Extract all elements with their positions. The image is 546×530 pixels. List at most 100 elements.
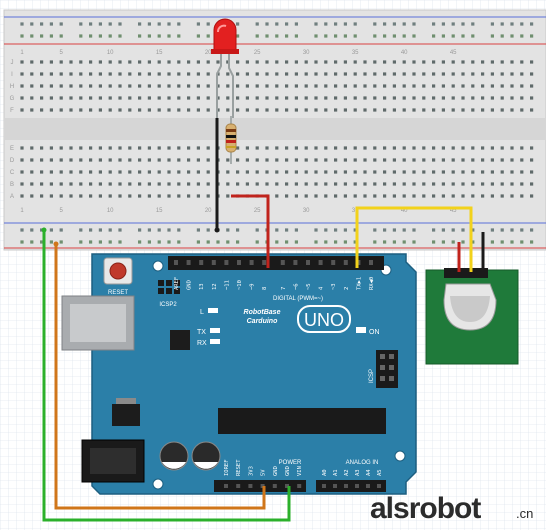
digital-pin[interactable] (237, 260, 241, 265)
icsp2-pin[interactable] (158, 288, 164, 294)
breadboard-hole (334, 146, 338, 150)
digital-pin[interactable] (249, 260, 254, 265)
breadboard-hole (79, 60, 83, 64)
digital-pin[interactable] (369, 260, 373, 265)
breadboard-hole (196, 146, 200, 150)
rail-hole (89, 34, 93, 38)
icsp2-pin[interactable] (166, 288, 172, 294)
breadboard-hole (30, 182, 34, 186)
breadboard-hole (226, 182, 230, 186)
analog-pin-label: A1 (333, 469, 339, 476)
analog-pin[interactable] (377, 484, 381, 488)
digital-pin-label: ~11 (224, 280, 230, 290)
analog-header-pins (322, 484, 381, 488)
analog-pin[interactable] (333, 484, 337, 488)
icsp-pin[interactable] (380, 354, 385, 359)
rail-hole (432, 240, 436, 244)
wire-orange-5v (54, 244, 266, 510)
center-channel (4, 118, 546, 140)
breadboard-hole (441, 158, 445, 162)
icsp-pin[interactable] (380, 376, 385, 381)
icsp-pin[interactable] (389, 354, 394, 359)
rail-hole (500, 240, 504, 244)
rail-hole (471, 34, 475, 38)
breadboard-hole (294, 84, 298, 88)
breadboard-hole (245, 158, 249, 162)
rail-hole (402, 240, 406, 244)
breadboard-hole (157, 182, 161, 186)
digital-pin[interactable] (211, 260, 216, 265)
breadboard-hole (40, 158, 44, 162)
digital-pin[interactable] (318, 260, 323, 265)
analog-pin[interactable] (355, 484, 359, 488)
breadboard-hole (490, 60, 494, 64)
sensor-dome-inner (450, 296, 490, 322)
breadboard-hole (441, 108, 445, 112)
breadboard-hole (412, 146, 416, 150)
breadboard-hole (187, 170, 191, 174)
digital-pin[interactable] (343, 260, 348, 265)
breadboard-hole (128, 96, 132, 100)
row-letter: H (10, 84, 14, 90)
power-pin[interactable] (236, 484, 241, 488)
breadboard-hole (392, 108, 396, 112)
breadboard-hole (59, 194, 63, 198)
digital-pin[interactable] (199, 260, 204, 265)
breadboard-hole (363, 170, 367, 174)
icsp2-pin[interactable] (174, 288, 180, 294)
analog-pin[interactable] (322, 484, 326, 488)
breadboard-hole (98, 170, 102, 174)
rail-hole (441, 22, 445, 26)
rail-hole (157, 34, 161, 38)
digital-pin[interactable] (186, 260, 191, 265)
digital-pin[interactable] (174, 260, 178, 265)
power-pin[interactable] (297, 484, 302, 488)
power-pin[interactable] (248, 484, 253, 488)
icsp-pin[interactable] (380, 365, 385, 370)
power-pin[interactable] (272, 484, 277, 488)
mount-hole-3 (152, 478, 164, 490)
rail-hole (471, 228, 475, 232)
rail-hole (392, 22, 396, 26)
digital-pin[interactable] (293, 260, 298, 265)
digital-pin-label: ~3 (331, 283, 337, 290)
digital-pin[interactable] (331, 260, 336, 265)
rail-hole (324, 240, 328, 244)
breadboard-hole (314, 146, 318, 150)
icsp-pin[interactable] (389, 376, 394, 381)
breadboard-hole (285, 194, 289, 198)
rail-hole (373, 240, 377, 244)
analog-pin[interactable] (366, 484, 370, 488)
breadboard-hole (49, 182, 53, 186)
breadboard-hole (304, 60, 308, 64)
breadboard-hole (255, 108, 259, 112)
breadboard-hole (412, 194, 416, 198)
rail-hole (383, 228, 387, 232)
row-letter: C (10, 170, 15, 176)
breadboard-hole (275, 96, 279, 100)
breadboard-hole (40, 194, 44, 198)
power-pin[interactable] (285, 484, 289, 488)
digital-pin[interactable] (306, 260, 310, 265)
breadboard-hole (89, 146, 93, 150)
breadboard-hole (471, 72, 475, 76)
breadboard-hole (49, 72, 53, 76)
breadboard-hole (353, 146, 357, 150)
digital-pin[interactable] (224, 260, 229, 265)
icsp2-pin[interactable] (158, 280, 164, 286)
row-letter: D (10, 158, 15, 164)
analog-pin[interactable] (344, 484, 348, 488)
rail-hole (49, 228, 53, 232)
icsp2-pin[interactable] (166, 280, 172, 286)
power-pin[interactable] (224, 484, 228, 488)
reset-button[interactable] (109, 262, 127, 280)
breadboard-hole (187, 182, 191, 186)
breadboard-hole (79, 84, 83, 88)
icsp2-pin[interactable] (174, 280, 180, 286)
rail-hole (520, 22, 524, 26)
digital-pin[interactable] (280, 260, 285, 265)
icsp-pin[interactable] (389, 365, 394, 370)
digital-pin[interactable] (262, 260, 267, 265)
wire-red-pin9 (231, 194, 270, 268)
breadboard-hole (500, 72, 504, 76)
